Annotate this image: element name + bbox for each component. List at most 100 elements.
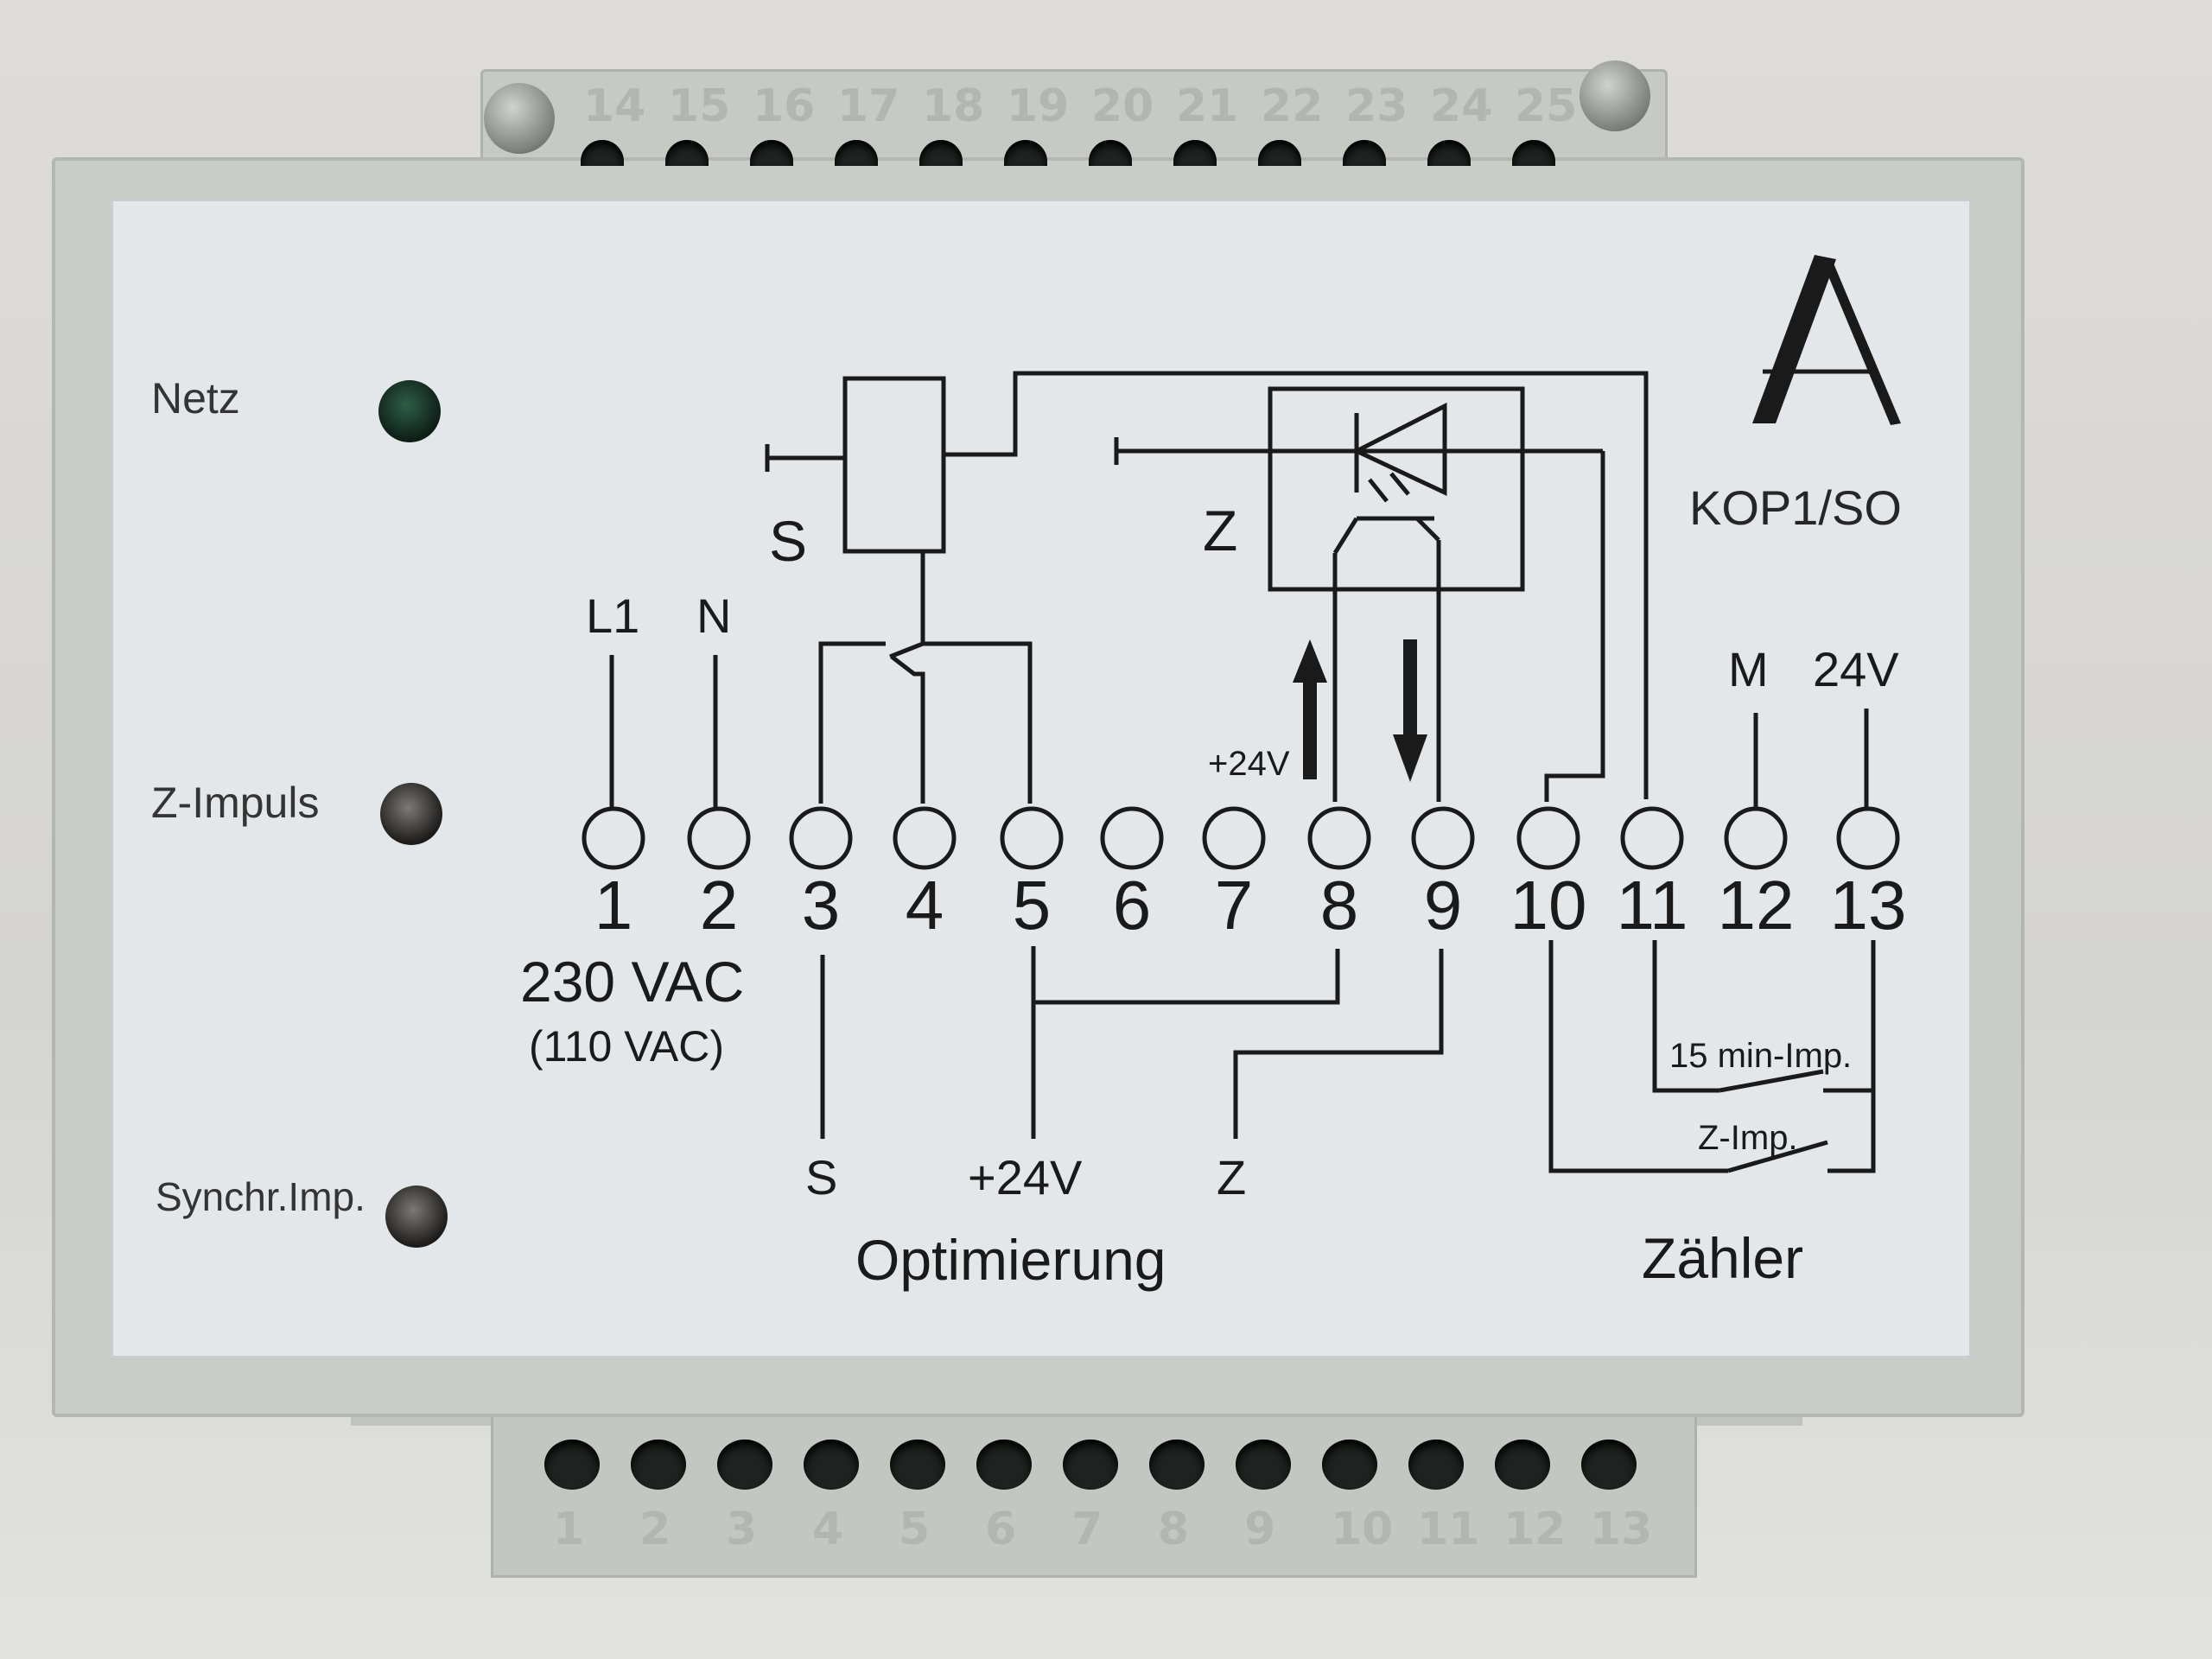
led-netz — [378, 380, 441, 442]
bottom-strip-number: 11 — [1417, 1503, 1480, 1555]
label-110vac: (110 VAC) — [529, 1022, 725, 1071]
terminal-number: 1 — [594, 867, 633, 944]
top-strip-number: 24 — [1430, 80, 1493, 132]
top-strip-number: 14 — [583, 80, 646, 132]
screw-right-icon — [1580, 60, 1650, 131]
terminal-number: 11 — [1616, 867, 1688, 944]
bottom-strip-number: 8 — [1158, 1503, 1190, 1555]
bottom-terminal-hole — [1581, 1440, 1637, 1490]
label-l1: L1 — [586, 588, 640, 643]
bottom-strip-number: 12 — [1503, 1503, 1567, 1555]
arrow-up-icon — [1293, 639, 1327, 683]
label-plus24-small: +24V — [1208, 745, 1290, 783]
bottom-strip-number: 7 — [1071, 1503, 1103, 1555]
led-diode-symbol — [1351, 402, 1447, 496]
terminal-11-screw — [1620, 806, 1684, 870]
led-label-netz: Netz — [151, 374, 240, 423]
current-arrows — [1293, 639, 1427, 782]
terminal-13-screw — [1836, 806, 1900, 870]
schematic-lines — [609, 371, 1876, 1173]
terminal-10-screw — [1516, 806, 1580, 870]
top-strip-number: 16 — [753, 80, 816, 132]
bottom-strip-number: 6 — [985, 1503, 1017, 1555]
label-bottom-24v: +24V — [968, 1150, 1083, 1205]
bottom-terminal-hole — [1495, 1440, 1550, 1490]
led-label-z-impuls: Z-Impuls — [151, 779, 320, 827]
terminal-5-screw — [1000, 806, 1064, 870]
terminal-number: 10 — [1510, 867, 1587, 944]
terminal-number: 8 — [1319, 867, 1359, 944]
bottom-terminal-hole — [631, 1440, 686, 1490]
led-z-impuls — [380, 783, 442, 845]
bottom-terminal-hole — [1063, 1440, 1118, 1490]
arrow-up-shaft — [1303, 683, 1317, 779]
bottom-strip-number: 3 — [726, 1503, 758, 1555]
terminal-number: 4 — [905, 867, 944, 944]
terminal-1-screw — [582, 806, 645, 870]
bottom-strip-number: 9 — [1244, 1503, 1276, 1555]
bottom-terminal-hole — [976, 1440, 1032, 1490]
top-terminal-strip: 14 15 16 17 18 19 20 21 22 23 24 25 — [480, 69, 1668, 187]
label-230vac: 230 VAC — [520, 950, 745, 1014]
bottom-strip-number: 2 — [639, 1503, 671, 1555]
terminal-3-screw — [789, 806, 853, 870]
label-z-imp: Z-Imp. — [1698, 1119, 1798, 1157]
bottom-strip-number: 4 — [812, 1503, 844, 1555]
led-label-synchr-imp: Synchr.Imp. — [156, 1174, 365, 1219]
led-synchr-imp — [385, 1185, 448, 1248]
bottom-strip-number: 10 — [1331, 1503, 1394, 1555]
terminal-number: 6 — [1112, 867, 1152, 944]
terminal-number: 5 — [1012, 867, 1052, 944]
terminal-9-screw — [1411, 806, 1475, 870]
label-m: M — [1728, 642, 1769, 696]
bottom-terminal-hole — [804, 1440, 859, 1490]
top-strip-number: 20 — [1091, 80, 1154, 132]
terminal-number: 7 — [1214, 867, 1254, 944]
label-bottom-z: Z — [1217, 1150, 1247, 1205]
label-bottom-s: S — [805, 1150, 838, 1205]
stylized-letter-a-logo — [1752, 255, 1901, 425]
optocoupler-box — [1268, 386, 1525, 592]
terminal-number: 2 — [699, 867, 739, 944]
top-strip-number: 18 — [922, 80, 985, 132]
relay-coil — [842, 376, 946, 554]
label-n: N — [696, 588, 732, 643]
terminal-4-screw — [893, 806, 957, 870]
bottom-terminal-hole — [717, 1440, 772, 1490]
bottom-terminal-hole — [890, 1440, 945, 1490]
arrow-down-shaft — [1403, 639, 1417, 734]
arrow-down-icon — [1393, 734, 1427, 782]
bottom-terminal-hole — [1236, 1440, 1291, 1490]
top-strip-number: 25 — [1515, 80, 1578, 132]
label-zaehler: Zähler — [1642, 1226, 1804, 1290]
terminal-number: 3 — [801, 867, 841, 944]
label-relay-s: S — [769, 509, 808, 573]
screw-left-icon — [484, 83, 555, 154]
label-15min-imp: 15 min-Imp. — [1669, 1037, 1853, 1075]
label-optimierung: Optimierung — [855, 1228, 1166, 1292]
terminal-2-screw — [687, 806, 751, 870]
bottom-strip-number: 5 — [899, 1503, 931, 1555]
top-strip-number: 15 — [668, 80, 731, 132]
terminal-7-screw — [1202, 806, 1266, 870]
terminal-12-screw — [1724, 806, 1788, 870]
label-24v: 24V — [1813, 642, 1899, 696]
terminal-8-screw — [1307, 806, 1371, 870]
top-strip-number: 22 — [1261, 80, 1324, 132]
terminal-number: 12 — [1717, 867, 1795, 944]
bottom-strip-number: 13 — [1590, 1503, 1653, 1555]
model-label: KOP1/SO — [1689, 480, 1902, 535]
top-strip-number: 21 — [1176, 80, 1239, 132]
bottom-terminal-hole — [544, 1440, 600, 1490]
label-opto-z: Z — [1203, 499, 1238, 563]
bottom-terminal-hole — [1149, 1440, 1205, 1490]
top-strip-number: 19 — [1007, 80, 1070, 132]
terminal-6-screw — [1100, 806, 1164, 870]
bottom-terminal-hole — [1322, 1440, 1377, 1490]
bottom-strip-number: 1 — [553, 1503, 585, 1555]
terminal-number: 9 — [1423, 867, 1463, 944]
top-strip-number: 23 — [1345, 80, 1408, 132]
terminal-number: 13 — [1829, 867, 1907, 944]
top-strip-number: 17 — [837, 80, 900, 132]
